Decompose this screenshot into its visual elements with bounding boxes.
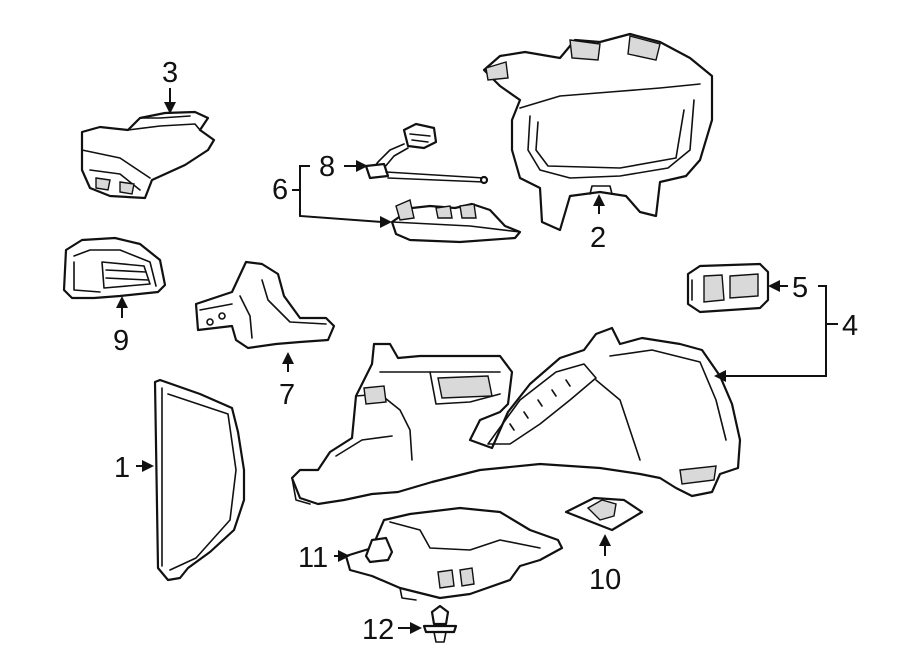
callout-11: 11 bbox=[298, 542, 328, 574]
part-11-lower-cover[interactable] bbox=[344, 506, 564, 601]
callout-8: 8 bbox=[319, 151, 335, 183]
callout-6: 6 bbox=[272, 174, 288, 206]
callout-9: 9 bbox=[113, 325, 129, 357]
callout-10: 10 bbox=[589, 564, 621, 596]
callout-3: 3 bbox=[162, 57, 178, 89]
callout-12: 12 bbox=[362, 614, 394, 646]
part-1-quarter-trim-panel[interactable] bbox=[153, 378, 246, 582]
callout-5: 5 bbox=[792, 272, 808, 304]
part-4-console-housing[interactable] bbox=[290, 326, 742, 506]
part-3-upper-bezel[interactable] bbox=[80, 110, 216, 200]
callout-numbers: 1 2 3 4 5 6 7 8 9 10 11 12 bbox=[113, 57, 858, 646]
part-10-clip-retainer[interactable] bbox=[564, 496, 644, 532]
callout-2: 2 bbox=[590, 222, 606, 254]
callout-1: 1 bbox=[114, 452, 130, 484]
part-9-air-vent[interactable] bbox=[62, 236, 167, 300]
callout-leaders bbox=[116, 88, 838, 634]
callout-4: 4 bbox=[842, 310, 858, 342]
part-12-push-pin[interactable] bbox=[422, 604, 458, 643]
part-8-wire-harness[interactable] bbox=[364, 122, 489, 185]
part-2-instrument-cluster[interactable] bbox=[482, 32, 714, 232]
part-7-bracket[interactable] bbox=[194, 260, 336, 350]
part-5-switch-bezel[interactable] bbox=[686, 262, 770, 314]
callout-7: 7 bbox=[279, 379, 295, 411]
part-6-trim-assembly[interactable] bbox=[390, 199, 522, 244]
